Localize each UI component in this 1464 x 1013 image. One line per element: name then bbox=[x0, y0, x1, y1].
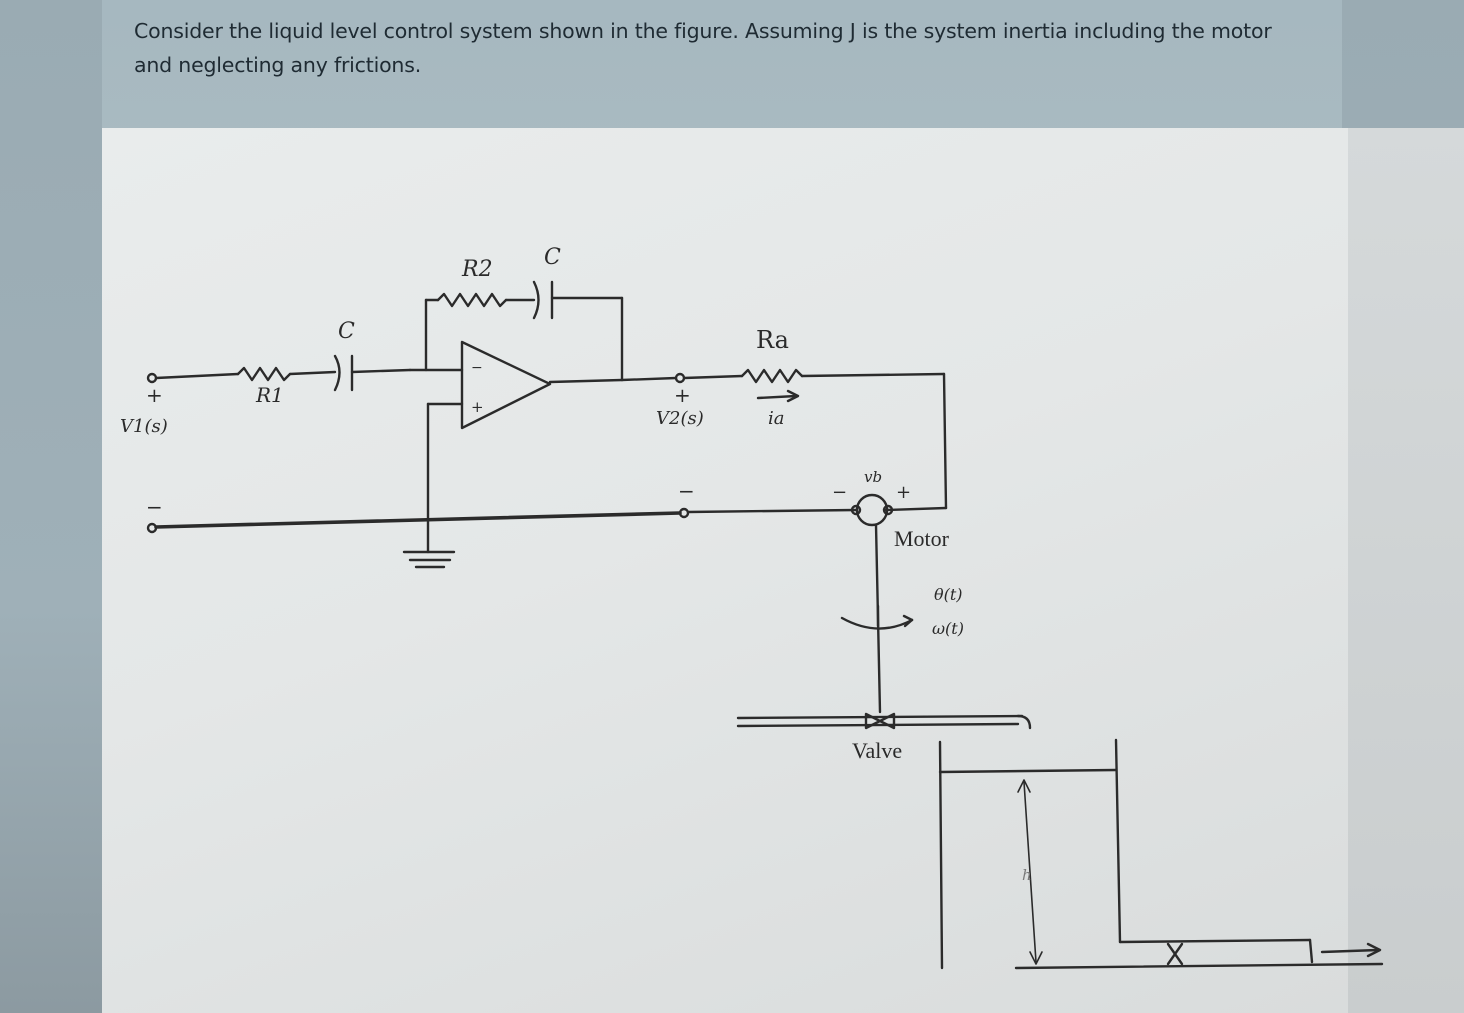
label-minus-input: − bbox=[146, 495, 163, 519]
label-omega: ω(t) bbox=[932, 619, 964, 638]
label-opamp-minus: − bbox=[471, 360, 483, 376]
label-ia: ia bbox=[768, 408, 785, 429]
label-r1: R1 bbox=[255, 383, 284, 407]
label-motor: Motor bbox=[894, 526, 950, 551]
label-v2: V2(s) bbox=[656, 408, 704, 429]
question-header bbox=[102, 0, 1342, 140]
op-amp bbox=[460, 340, 552, 430]
capacitor-c-feedback bbox=[532, 280, 540, 320]
label-c-feedback: C bbox=[544, 245, 561, 270]
figure-panel bbox=[102, 128, 1348, 1013]
label-plus-motor: + bbox=[896, 482, 911, 503]
label-vb: vb bbox=[864, 468, 882, 486]
label-r2: R2 bbox=[461, 257, 493, 282]
resistor-r1 bbox=[236, 366, 292, 382]
label-c-input: C bbox=[338, 319, 355, 344]
resistor-r2 bbox=[436, 292, 508, 308]
label-ra: Ra bbox=[756, 326, 789, 354]
valve-icon bbox=[864, 712, 882, 730]
question-text: Consider the liquid level control system… bbox=[134, 19, 1272, 77]
label-plus-input: + bbox=[146, 383, 163, 407]
resistor-ra bbox=[740, 368, 804, 384]
capacitor-c-input bbox=[333, 354, 341, 392]
label-minus-motor: − bbox=[832, 482, 847, 503]
label-opamp-plus: + bbox=[471, 398, 484, 416]
label-theta: θ(t) bbox=[934, 585, 963, 604]
page-edge bbox=[1348, 128, 1464, 1013]
label-h: h bbox=[1022, 866, 1032, 884]
label-valve: Valve bbox=[852, 738, 902, 763]
label-minus-v2: − bbox=[678, 479, 695, 503]
motor bbox=[855, 493, 889, 527]
label-v1: V1(s) bbox=[120, 416, 168, 437]
label-plus-v2: + bbox=[674, 383, 691, 407]
